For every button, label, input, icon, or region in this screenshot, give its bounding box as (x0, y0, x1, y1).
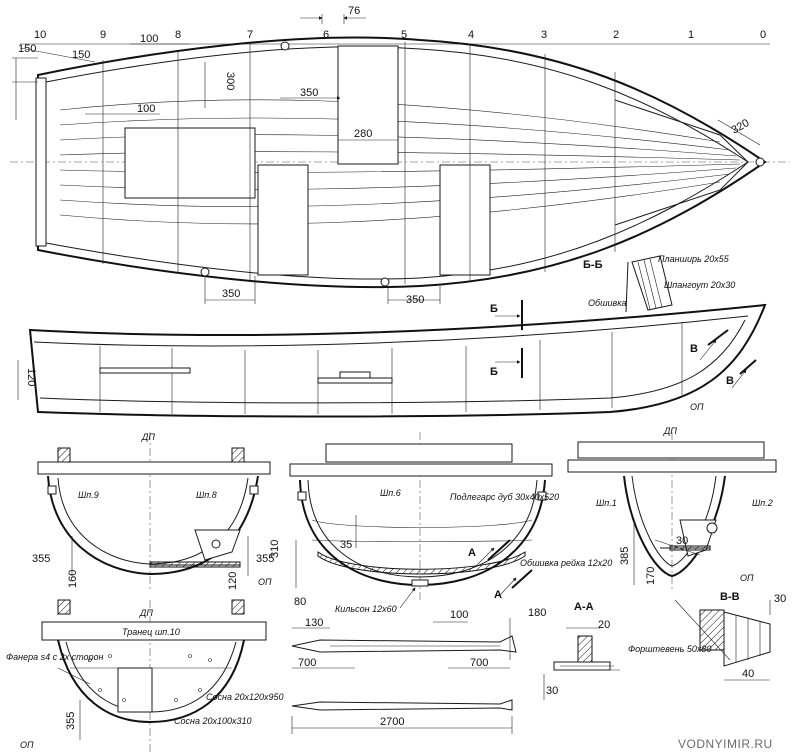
watermark-text: VODNYIMIR.RU (678, 737, 773, 751)
dim-100-oar: 100 (450, 609, 468, 621)
frame-num-6: 6 (323, 29, 329, 41)
dim-300: 300 (224, 72, 236, 90)
label-op-side: ОП (690, 402, 704, 412)
mark-v-top: В (690, 343, 698, 355)
label-forshteven: Форштевень 50x80 (628, 644, 711, 654)
dim-30-aa: 30 (546, 685, 558, 697)
label-op-3: ОП (740, 573, 754, 583)
dim-350-bl: 350 (222, 288, 240, 300)
dim-130: 130 (305, 617, 323, 629)
dim-350-br: 350 (406, 294, 424, 306)
label-podlegars: Подлегарс дуб 30x40x520 (450, 492, 559, 502)
frame-num-1: 1 (688, 29, 694, 41)
dim-355-tr: 355 (65, 712, 77, 730)
label-dp-4: ДП (139, 608, 153, 618)
plan-view: 10 9 8 7 6 5 4 3 2 1 0 76 150 150 100 30… (10, 5, 790, 306)
dim-700-a: 700 (298, 657, 316, 669)
section-aa: А-А 20 30 (543, 601, 620, 700)
label-sosna1: Сосна 20x120x950 (206, 692, 284, 702)
label-shpangout: Шпангоут 20x30 (664, 280, 735, 290)
mark-v-bottom: В (726, 375, 734, 387)
section-vv: В-В 30 40 Форштевень 50x80 (628, 591, 786, 681)
dim-100-top: 100 (140, 33, 158, 45)
section-shp6: ДП Шп.6 Подлегарс дуб 30x40x520 Обшивка … (269, 432, 612, 614)
mark-a-bottom: А (494, 589, 502, 601)
dim-310: 310 (269, 540, 281, 558)
label-op-4: ОП (20, 740, 34, 750)
mark-a-top: А (468, 547, 476, 559)
dim-2700: 2700 (380, 716, 404, 728)
label-planshir: Планширь 20x55 (658, 254, 730, 264)
label-shp6: Шп.6 (380, 488, 401, 498)
dim-355-a: 355 (32, 553, 50, 565)
dim-160: 160 (67, 570, 79, 588)
dim-30-sec: 30 (676, 535, 688, 547)
label-op-1: ОП (258, 577, 272, 587)
frame-num-4: 4 (468, 29, 474, 41)
frame-num-7: 7 (247, 29, 253, 41)
mark-b-bottom: Б (490, 366, 498, 378)
label-shp1: Шп.1 (596, 498, 617, 508)
section-shp1-2: ДП Шп.1 Шп.2 30 385 170 ОП (567, 426, 777, 590)
dim-120-sec: 120 (227, 572, 239, 590)
frame-num-10: 10 (34, 29, 46, 41)
label-shp9: Шп.9 (78, 490, 99, 500)
label-obshivka: Обшивка (588, 298, 627, 308)
section-bb-title: Б-Б (583, 259, 603, 271)
label-obshivka-reika: Обшивка рейка 12x20 (520, 558, 612, 568)
dim-150-b: 150 (72, 49, 90, 61)
oars-drawing: 130 100 180 700 700 2700 (291, 607, 546, 734)
label-tranets: Транец шп.10 (122, 627, 180, 637)
dim-30-vv: 30 (774, 593, 786, 605)
frame-num-0: 0 (760, 29, 766, 41)
label-fanera: Фанера s4 с 2х сторон (6, 652, 104, 662)
dim-280: 280 (354, 128, 372, 140)
dim-385: 385 (619, 547, 631, 565)
label-kilson: Кильсон 12x60 (335, 604, 397, 614)
dim-20: 20 (598, 619, 610, 631)
frame-num-3: 3 (541, 29, 547, 41)
label-shp2: Шп.2 (752, 498, 773, 508)
section-vv-title: В-В (720, 591, 740, 603)
label-dp-1: ДП (141, 432, 155, 442)
dim-40: 40 (742, 668, 754, 680)
dim-350-top: 350 (300, 87, 318, 99)
frame-num-2: 2 (613, 29, 619, 41)
dim-76: 76 (348, 5, 360, 17)
label-shp8: Шп.8 (196, 490, 217, 500)
mark-b-top: Б (490, 303, 498, 315)
side-view: 120 ОП Б Б В В (17, 300, 767, 418)
dim-320: 320 (730, 117, 752, 137)
section-shp9-8: ДП Шп.9 Шп.8 ОП 355 160 355 120 (32, 432, 274, 590)
dim-100-mid: 100 (137, 103, 155, 115)
dim-355-b: 355 (256, 553, 274, 565)
section-transom: ДП Транец шп.10 Фанера s4 с 2х сторон Со… (6, 599, 284, 752)
label-dp-3: ДП (663, 426, 677, 436)
frame-num-8: 8 (175, 29, 181, 41)
section-aa-title: А-А (574, 601, 594, 613)
dim-35: 35 (340, 539, 352, 551)
frame-num-5: 5 (401, 29, 407, 41)
dim-150-a: 150 (18, 43, 36, 55)
dim-80: 80 (294, 596, 306, 608)
dim-180: 180 (528, 607, 546, 619)
dim-170: 170 (645, 567, 657, 585)
dim-700-b: 700 (470, 657, 488, 669)
section-bb-detail: Б-Б Планширь 20x55 Шпангоут 20x30 Обшивк… (583, 254, 735, 313)
label-sosna2: Сосна 20x100x310 (174, 716, 252, 726)
dim-120-side: 120 (25, 368, 37, 386)
frame-num-9: 9 (100, 29, 106, 41)
